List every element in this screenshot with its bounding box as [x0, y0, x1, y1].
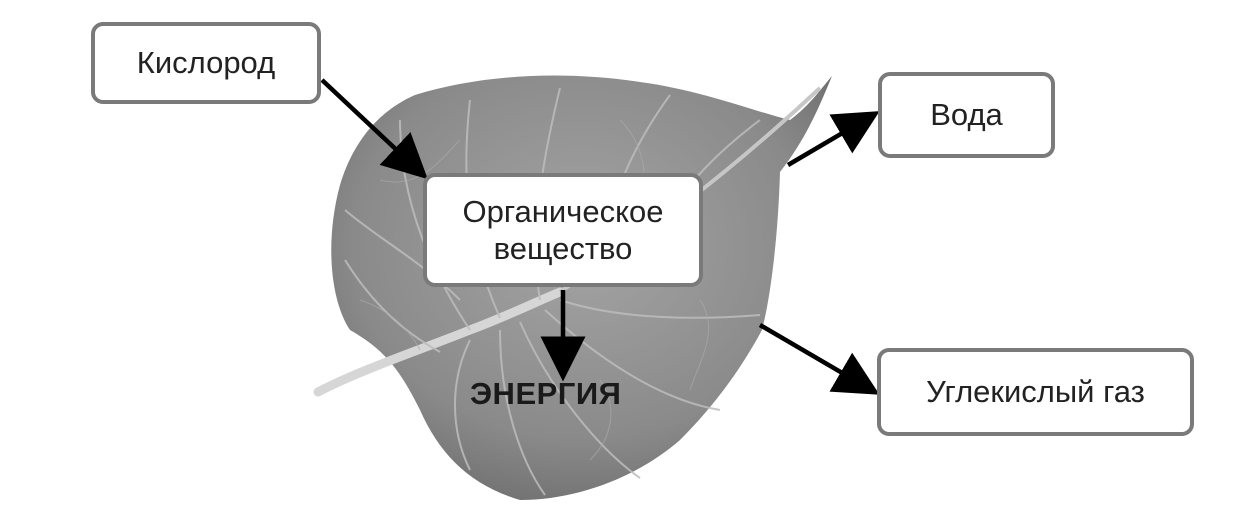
water-label: Вода — [930, 97, 1003, 133]
organic-label-line2: вещество — [493, 231, 633, 266]
water-box: Вода — [878, 72, 1055, 158]
arrow-leaf-to-co2 — [758, 323, 880, 395]
oxygen-box: Кислород — [91, 22, 321, 104]
organic-matter-box: Органическое вещество — [423, 173, 703, 287]
organic-label-line1: Органическое — [462, 193, 664, 229]
leaf-image — [313, 75, 832, 500]
arrows — [320, 78, 880, 395]
carbon-dioxide-label: Углекислый газ — [926, 374, 1145, 410]
arrow-leaf-to-water — [786, 111, 880, 167]
carbon-dioxide-box: Углекислый газ — [877, 348, 1194, 436]
arrow-oxygen-to-organic — [320, 78, 428, 180]
energy-label: ЭНЕРГИЯ — [470, 376, 622, 411]
oxygen-label: Кислород — [136, 45, 276, 81]
